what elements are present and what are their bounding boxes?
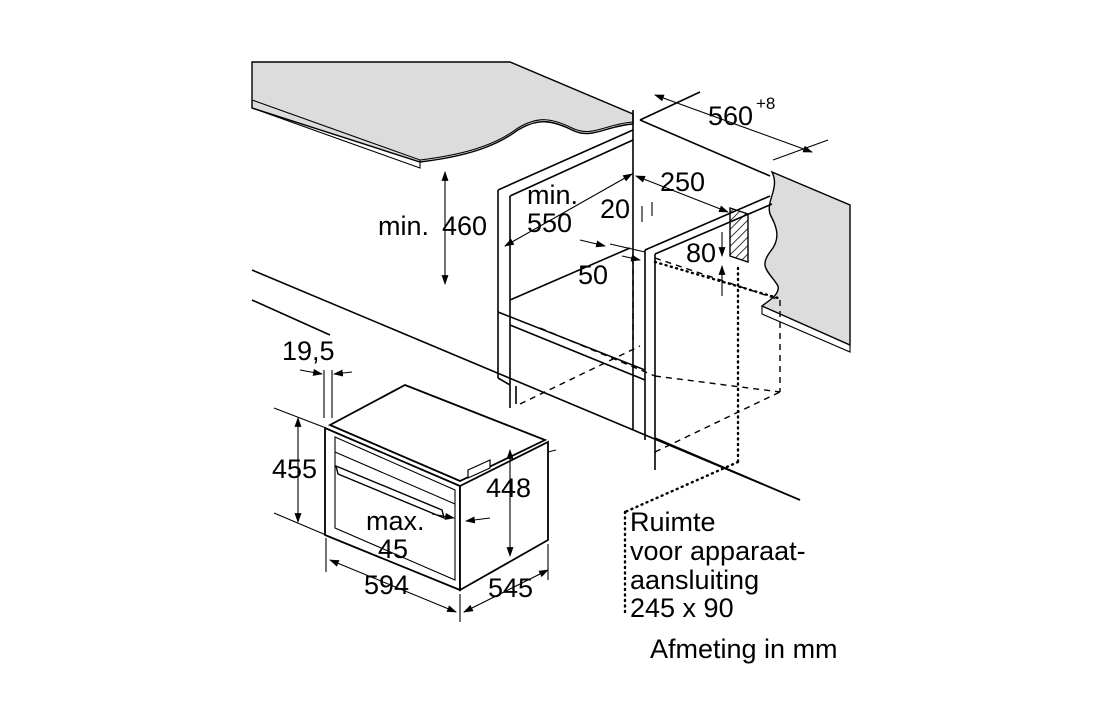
cabinet-width-tolerance: +8 [756, 94, 775, 113]
right-worktop [760, 170, 851, 353]
dashed-outline [519, 257, 781, 453]
rear-gap-label: 20 [600, 194, 630, 224]
left-worktop [251, 61, 634, 169]
oven-front-height-label: 455 [272, 454, 317, 484]
oven-width-label: 594 [364, 570, 409, 600]
dimension-lines [273, 94, 829, 622]
connection-note: Ruimte voor apparaat- aansluiting 245 x … [630, 507, 806, 623]
base-gap-label: 50 [578, 260, 608, 290]
min-height-prefix: min. [378, 211, 429, 241]
handle-prefix-label: max. [366, 506, 425, 536]
connection-space-outline [623, 260, 780, 614]
connection-note-line3: aansluiting [630, 565, 759, 595]
vent-opening [729, 207, 749, 263]
oven [324, 384, 557, 592]
units-caption: Afmeting in mm [650, 634, 838, 664]
connection-note-line1: Ruimte [630, 507, 716, 537]
vent-height-label: 80 [686, 238, 716, 268]
front-overhang-label: 19,5 [282, 336, 335, 366]
cabinet [251, 91, 801, 501]
connection-note-line4: 245 x 90 [630, 593, 734, 623]
min-depth-value: 550 [527, 208, 572, 238]
oven-body-height-label: 448 [486, 473, 531, 503]
min-depth-prefix: min. [527, 180, 578, 210]
rear-offset-label: 250 [660, 167, 705, 197]
oven-depth-label: 545 [488, 573, 533, 603]
min-height-value: 460 [442, 211, 487, 241]
handle-depth-label: 45 [378, 534, 408, 564]
connection-note-line2: voor apparaat- [630, 536, 806, 566]
cabinet-width-label: 560 [708, 101, 753, 131]
